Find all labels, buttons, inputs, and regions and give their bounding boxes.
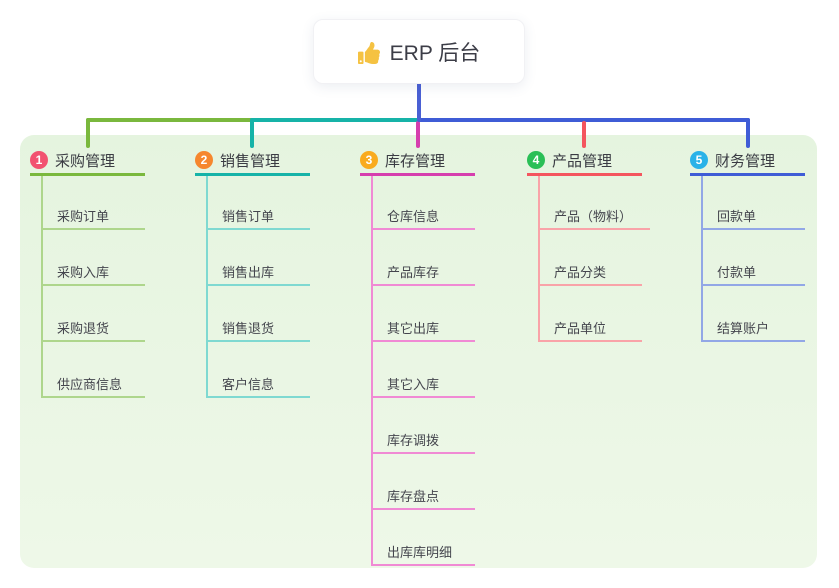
child-node[interactable]: 销售出库	[208, 230, 310, 286]
branch-node-finance[interactable]: 5 财务管理	[690, 147, 805, 176]
branch-badge: 4	[527, 151, 545, 169]
root-node-erp[interactable]: ERP 后台	[313, 19, 525, 84]
branch-label: 销售管理	[220, 152, 281, 170]
connector-v-purchase	[86, 118, 90, 148]
branch-badge: 1	[30, 151, 48, 169]
connector-v-sales	[250, 118, 254, 148]
branches-background-panel	[20, 135, 817, 568]
branch-node-purchase[interactable]: 1 采购管理	[30, 147, 145, 176]
child-node[interactable]: 产品单位	[540, 286, 642, 342]
branch-node-sales[interactable]: 2 销售管理	[195, 147, 310, 176]
branch-finance: 5 财务管理 回款单 付款单 结算账户	[690, 147, 839, 342]
branch-label: 产品管理	[552, 152, 613, 170]
child-node[interactable]: 产品（物料）	[540, 176, 651, 230]
branch-label: 库存管理	[385, 152, 446, 170]
branch-children: 产品（物料） 产品分类 产品单位	[538, 176, 651, 342]
connector-v-finance	[746, 118, 750, 148]
thumbs-up-icon	[357, 41, 380, 64]
branch-badge: 2	[195, 151, 213, 169]
child-node[interactable]: 付款单	[703, 230, 805, 286]
child-node[interactable]: 出库库明细	[373, 510, 475, 566]
root-title: ERP 后台	[389, 41, 481, 65]
child-node[interactable]: 采购入库	[43, 230, 145, 286]
child-node[interactable]: 销售订单	[208, 176, 310, 230]
root-connector	[417, 80, 421, 122]
child-node[interactable]: 库存盘点	[373, 454, 475, 510]
branch-inventory: 3 库存管理 仓库信息 产品库存 其它出库 其它入库 库存调拨 库存盘点 出库库…	[360, 147, 530, 566]
connector-v-product	[582, 121, 586, 148]
branch-purchase: 1 采购管理 采购订单 采购入库 采购退货 供应商信息	[30, 147, 200, 398]
branch-badge: 3	[360, 151, 378, 169]
branch-badge: 5	[690, 151, 708, 169]
branch-node-product[interactable]: 4 产品管理	[527, 147, 642, 176]
child-node[interactable]: 采购退货	[43, 286, 145, 342]
child-node[interactable]: 销售退货	[208, 286, 310, 342]
child-node[interactable]: 其它出库	[373, 286, 475, 342]
branch-children: 采购订单 采购入库 采购退货 供应商信息	[41, 176, 145, 398]
child-node[interactable]: 客户信息	[208, 342, 310, 398]
connector-h-sales	[250, 118, 419, 122]
child-node[interactable]: 产品库存	[373, 230, 475, 286]
child-node[interactable]: 采购订单	[43, 176, 145, 230]
child-node[interactable]: 仓库信息	[373, 176, 475, 230]
branch-children: 回款单 付款单 结算账户	[701, 176, 805, 342]
connector-v-inventory	[416, 121, 420, 148]
branch-product: 4 产品管理 产品（物料） 产品分类 产品单位	[527, 147, 697, 342]
connector-h-finance	[417, 118, 750, 122]
branch-children: 仓库信息 产品库存 其它出库 其它入库 库存调拨 库存盘点 出库库明细	[371, 176, 475, 566]
child-node[interactable]: 产品分类	[540, 230, 642, 286]
branch-label: 采购管理	[55, 152, 116, 170]
child-node[interactable]: 供应商信息	[43, 342, 145, 398]
child-node[interactable]: 回款单	[703, 176, 805, 230]
child-node[interactable]: 库存调拨	[373, 398, 475, 454]
branch-node-inventory[interactable]: 3 库存管理	[360, 147, 475, 176]
child-node[interactable]: 其它入库	[373, 342, 475, 398]
branch-children: 销售订单 销售出库 销售退货 客户信息	[206, 176, 310, 398]
branch-label: 财务管理	[715, 152, 776, 170]
child-node[interactable]: 结算账户	[703, 286, 805, 342]
branch-sales: 2 销售管理 销售订单 销售出库 销售退货 客户信息	[195, 147, 365, 398]
